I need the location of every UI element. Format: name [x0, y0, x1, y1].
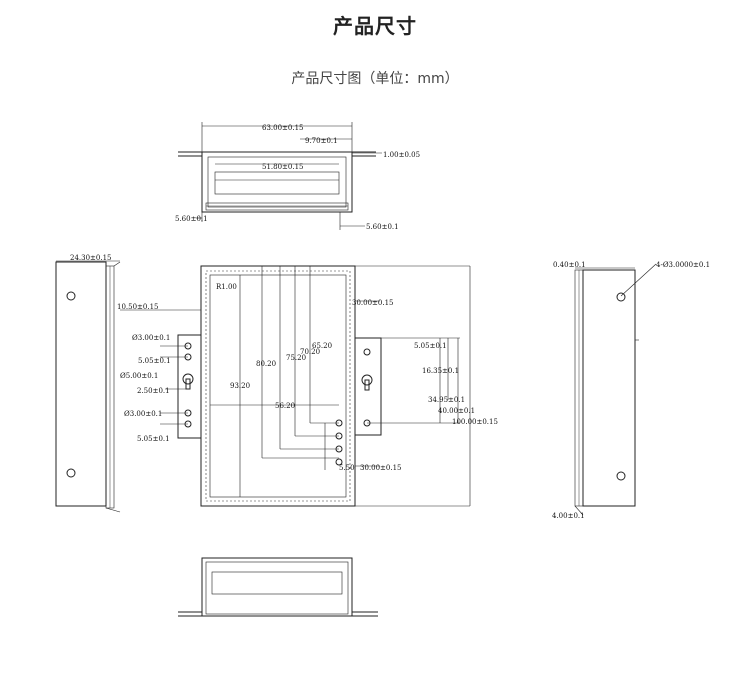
- dim-front-radius: R1.00: [216, 283, 237, 291]
- dim-top-gap: 9.70±0.1: [305, 137, 338, 145]
- keyhole-icon: [361, 374, 373, 386]
- keyhole-icon: [182, 373, 194, 385]
- dim-front-v5: 93.20: [230, 382, 250, 390]
- dim-top-thickness: 1.00±0.05: [383, 151, 420, 159]
- dim-top-width: 63.00±0.15: [262, 124, 304, 132]
- left-view: 24.30±0.15: [55, 254, 121, 513]
- dim-front-right-top: 30.00±0.15: [352, 299, 394, 307]
- dim-front-v2: 75.20: [286, 354, 306, 362]
- dim-front-v1: 80.20: [256, 360, 276, 368]
- mounting-hole-icon: [616, 292, 626, 302]
- top-view: 63.00±0.15 9.70±0.1 1.00±0.05 51.80±0.15…: [175, 122, 420, 231]
- dim-front-hole-large: Ø5.00±0.1: [120, 372, 158, 380]
- dim-front-h1: 56.20: [275, 402, 295, 410]
- dim-front-v4: 65.20: [312, 342, 332, 350]
- dim-front-r1: 5.05±0.1: [414, 342, 447, 350]
- dim-front-small: 5.50: [339, 464, 355, 472]
- mounting-hole-icon: [335, 458, 343, 466]
- dim-front-hole-spacing-1: 5.05±0.1: [138, 357, 171, 365]
- dim-front-r2: 16.35±0.1: [422, 367, 459, 375]
- mounting-hole-icon: [66, 291, 76, 301]
- mounting-hole-icon: [616, 471, 626, 481]
- dim-top-inner: 51.80±0.15: [262, 163, 304, 171]
- dim-front-right-bottom: 30.00±0.15: [360, 464, 402, 472]
- dim-right-wall: 0.40±0.1: [553, 261, 586, 269]
- dim-front-r5: 100.00±0.15: [452, 418, 498, 426]
- dim-front-hole-small-1: Ø3.00±0.1: [132, 334, 170, 342]
- page-title: 产品尺寸: [333, 14, 417, 38]
- dim-top-flange-left: 5.60±0.1: [175, 215, 208, 223]
- dim-front-hole-spacing-3: 5.05±0.1: [137, 435, 170, 443]
- dim-top-flange-right: 5.60±0.1: [366, 223, 399, 231]
- dim-front-r4: 40.00±0.1: [438, 407, 475, 415]
- mounting-hole-icon: [66, 468, 76, 478]
- mounting-hole-icon: [363, 348, 371, 356]
- bottom-view: [178, 557, 378, 617]
- right-view: 0.40±0.1 4-Ø3.0000±0.1 4.00±0.1: [552, 261, 710, 520]
- dim-left-width: 24.30±0.15: [70, 254, 112, 262]
- dim-front-hole-small-2: Ø3.00±0.1: [124, 410, 162, 418]
- dim-front-r3: 34.95±0.1: [428, 396, 465, 404]
- dim-front-v3: 70.20: [300, 348, 320, 356]
- dim-right-bottom: 4.00±0.1: [552, 512, 585, 520]
- dim-right-hole: 4-Ø3.0000±0.1: [656, 261, 710, 269]
- front-view: 80.20 75.20 70.20 65.20 93.20 56.20 5.50…: [117, 265, 498, 507]
- dim-front-hole-spacing-2: 2.50±0.1: [137, 387, 170, 395]
- dim-front-top-offset: 10.50±0.15: [117, 303, 159, 311]
- page-subtitle: 产品尺寸图（单位：mm）: [291, 71, 459, 87]
